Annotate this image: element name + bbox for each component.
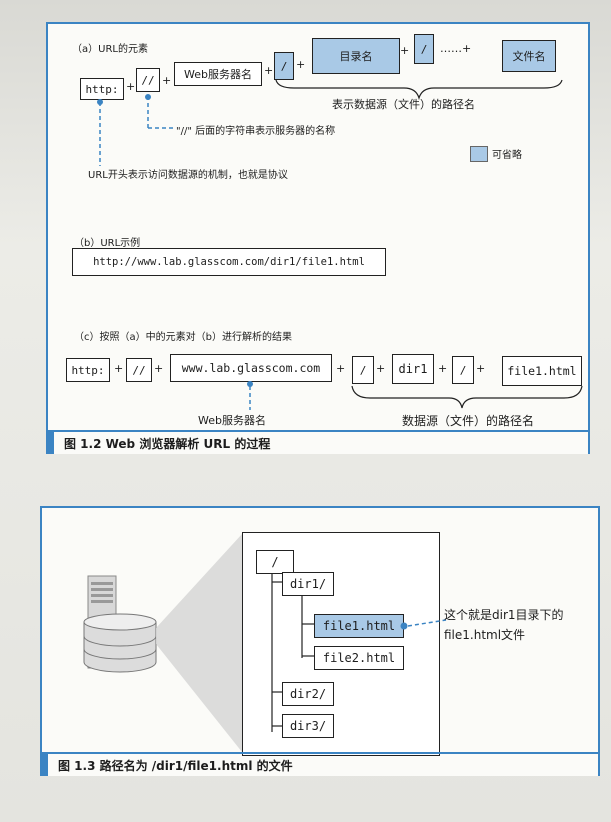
note-line2: file1.html文件 <box>444 628 526 642</box>
c-leaders <box>247 381 583 410</box>
a-leader-lines <box>97 94 176 166</box>
database-icon <box>83 613 157 673</box>
tree-root: / <box>256 550 294 574</box>
plus-sign: + <box>376 362 386 375</box>
tree-file1: file1.html <box>314 614 404 638</box>
figure-1-2-caption: 图 1.2 Web 浏览器解析 URL 的过程 <box>46 430 588 454</box>
plus-sign: + <box>476 362 486 375</box>
c-http-box: http: <box>66 358 110 382</box>
figure-1-2: （a）URL的元素 http: + // + Web服务器名 + / + 目录名… <box>46 22 590 454</box>
tree-dir2: dir2/ <box>282 682 334 706</box>
c-server-box: www.lab.glasscom.com <box>170 354 332 382</box>
tree-lines <box>271 552 314 732</box>
tree-file2: file2.html <box>314 646 404 670</box>
plus-sign: + <box>296 58 306 71</box>
plus-sign: + <box>114 362 124 375</box>
b-url-box: http://www.lab.glasscom.com/dir1/file1.h… <box>72 248 386 276</box>
a-slash1-box: / <box>274 52 294 80</box>
a-slash2-box: / <box>414 34 434 64</box>
section-c-title: （c）按照（a）中的元素对（b）进行解析的结果 <box>74 332 292 343</box>
tree-dir1: dir1/ <box>282 572 334 596</box>
c-path-label: 数据源（文件）的路径名 <box>402 414 535 428</box>
plus-sign: + <box>400 44 410 57</box>
tree-dir3: dir3/ <box>282 714 334 738</box>
caption-marker <box>46 432 54 454</box>
a-note-http: URL开头表示访问数据源的机制，也就是协议 <box>88 170 288 181</box>
c-dir-box: dir1 <box>392 354 434 384</box>
note-leader <box>400 619 447 630</box>
caption-text: 图 1.3 路径名为 /dir1/file1.html 的文件 <box>58 759 293 773</box>
a-note-slashes: "//" 后面的字符串表示服务器的名称 <box>176 126 336 137</box>
plus-sign: + <box>336 362 346 375</box>
legend-optional-swatch <box>470 146 488 162</box>
plus-sign: + <box>162 74 172 87</box>
a-dir-box: 目录名 <box>312 38 400 74</box>
figure-1-3: / dir1/ file1.html file2.html dir2/ dir3… <box>40 506 600 776</box>
a-server-box: Web服务器名 <box>174 62 262 86</box>
plus-sign: + <box>438 362 448 375</box>
a-path-label: 表示数据源（文件）的路径名 <box>332 98 475 111</box>
c-slash2-box: / <box>452 356 474 384</box>
caption-marker <box>40 754 48 776</box>
c-file-box: file1.html <box>502 356 582 386</box>
plus-sign: + <box>264 64 274 77</box>
a-http-box: http: <box>80 78 124 100</box>
section-b-title: （b）URL示例 <box>74 238 141 249</box>
figure-1-3-caption: 图 1.3 路径名为 /dir1/file1.html 的文件 <box>40 752 598 776</box>
a-file-box: 文件名 <box>502 40 556 72</box>
c-slash1-box: / <box>352 356 374 384</box>
plus-sign: + <box>154 362 164 375</box>
plus-sign: + <box>126 80 136 93</box>
section-a-title: （a）URL的元素 <box>72 44 148 55</box>
c-slashes-box: // <box>126 358 152 382</box>
legend-optional-label: 可省略 <box>492 150 522 161</box>
a-dots: ……+ <box>440 42 472 55</box>
a-slashes-box: // <box>136 68 160 92</box>
caption-text: 图 1.2 Web 浏览器解析 URL 的过程 <box>64 437 271 451</box>
c-server-label: Web服务器名 <box>198 414 266 427</box>
zoom-funnel <box>156 534 242 752</box>
note-line1: 这个就是dir1目录下的 <box>444 608 564 622</box>
a-path-brace <box>275 79 563 101</box>
